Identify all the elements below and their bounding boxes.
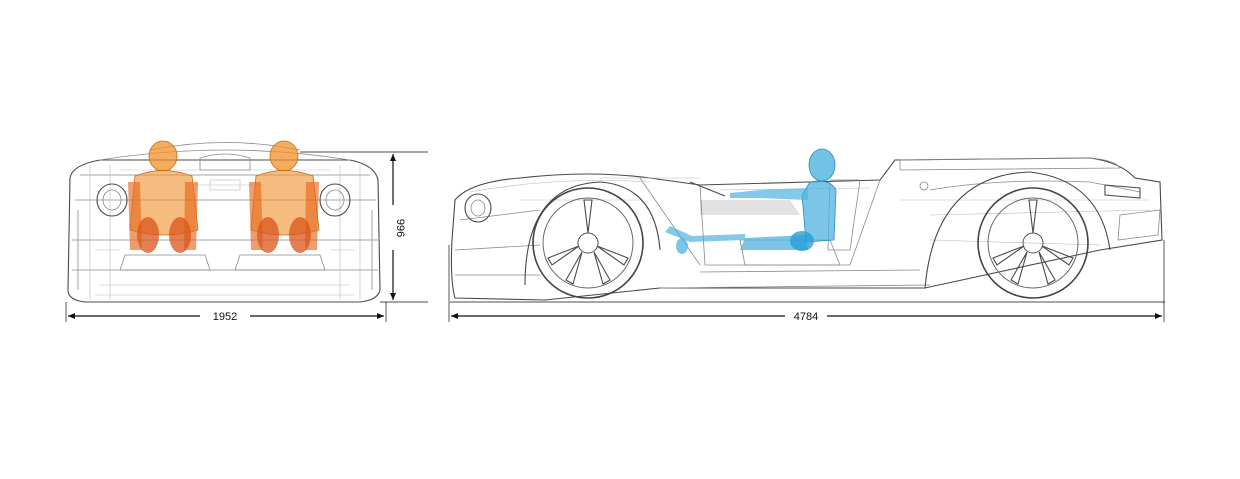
- front-view-occupant-left: [128, 140, 199, 253]
- front-view-car: [67, 142, 381, 303]
- side-length-label: 4784: [794, 311, 818, 323]
- side-view-rear-wheel: [977, 187, 1089, 299]
- side-view-front-wheel: [532, 187, 644, 299]
- front-height-label: 996: [394, 219, 406, 237]
- side-view-car: [450, 157, 1163, 301]
- front-view-occupant-right: [249, 140, 320, 253]
- front-width-dimension: 1952: [65, 302, 387, 323]
- side-length-dimension: 4784: [448, 240, 1165, 323]
- front-width-label: 1952: [213, 311, 237, 323]
- side-view-occupant: [665, 148, 837, 254]
- front-height-dimension: 996: [300, 151, 428, 303]
